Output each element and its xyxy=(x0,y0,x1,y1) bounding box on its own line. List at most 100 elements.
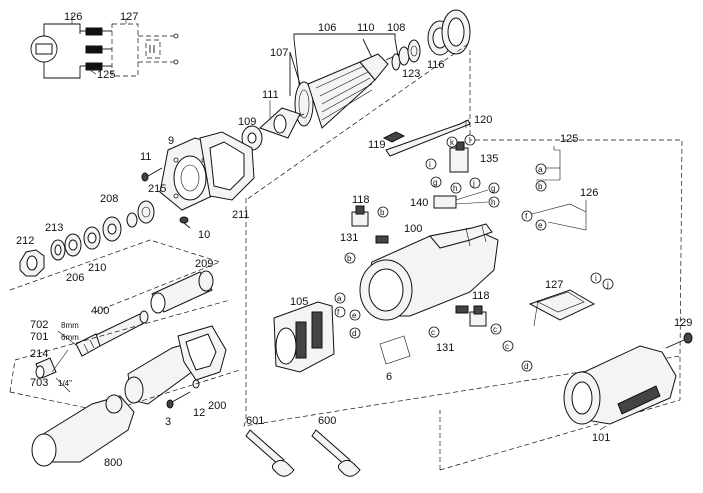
wire-b-2: b xyxy=(380,208,385,217)
motor-armature xyxy=(35,43,53,55)
armature-group xyxy=(245,9,471,201)
label-129: 129 xyxy=(674,317,692,329)
size-8mm: 8mm xyxy=(61,321,79,330)
screw-11 xyxy=(141,167,163,182)
label-118-bottom: 118 xyxy=(472,290,490,302)
baffle-plate-111 xyxy=(259,100,301,139)
motor-housing-100 xyxy=(359,223,499,321)
collet-nut-214 xyxy=(35,357,57,379)
suppressor-127 xyxy=(528,289,596,327)
wire-g-2: g xyxy=(491,184,495,193)
label-131-bottom: 131 xyxy=(436,342,454,354)
label-126-cable: 126 xyxy=(580,187,598,199)
nose-cover-800 xyxy=(31,394,135,467)
label-118-top: 118 xyxy=(352,194,370,206)
bearing-108 xyxy=(398,46,410,66)
wire-e-1: e xyxy=(352,311,357,320)
label-800: 800 xyxy=(104,457,122,469)
bearing-208 xyxy=(102,216,122,242)
label-9: 9 xyxy=(168,135,174,147)
wire-a-2: a xyxy=(538,165,543,174)
field-coil-105 xyxy=(273,301,335,373)
wire-i-1: i xyxy=(429,160,431,169)
bearing-123 xyxy=(407,39,421,63)
label-10: 10 xyxy=(198,229,210,241)
locknut-212 xyxy=(19,249,45,277)
pinion-gear-215 xyxy=(137,200,155,224)
field-coil-1 xyxy=(85,27,103,36)
label-200: 200 xyxy=(208,400,226,412)
label-109: 109 xyxy=(238,116,256,128)
screw-3 xyxy=(166,391,191,409)
wire-h-2: h xyxy=(491,198,495,207)
wire-a-1: a xyxy=(337,294,342,303)
label-701: 701 xyxy=(30,331,48,343)
label-215: 215 xyxy=(148,183,166,195)
cable-126 xyxy=(531,200,587,231)
brush-holder-118-bottom xyxy=(469,305,487,327)
washer-215 xyxy=(126,212,138,228)
label-600: 600 xyxy=(318,415,336,427)
label-127: 127 xyxy=(120,11,138,23)
label-213: 213 xyxy=(45,222,63,234)
wire-d-1: d xyxy=(352,329,356,338)
label-110: 110 xyxy=(357,22,375,34)
label-plate-6 xyxy=(379,335,411,365)
label-12: 12 xyxy=(193,407,205,419)
commutator xyxy=(359,53,389,81)
sleeve-209 xyxy=(150,270,214,314)
wire-b-3: b xyxy=(347,254,352,263)
label-209: 209 xyxy=(195,258,213,270)
label-140: 140 xyxy=(410,197,428,209)
wrench-601 xyxy=(245,429,295,477)
screw-10 xyxy=(179,216,191,229)
label-123: 123 xyxy=(402,68,420,80)
bearing-206 xyxy=(64,233,82,257)
label-208: 208 xyxy=(100,193,118,205)
label-400: 400 xyxy=(91,305,109,317)
label-119: 119 xyxy=(368,139,386,151)
wire-i-2: i xyxy=(595,274,597,283)
size-quarter-inch: 1/4" xyxy=(58,379,72,388)
spindle-400 xyxy=(75,310,149,357)
wire-j-2: j xyxy=(606,280,609,289)
brush-131-bottom xyxy=(455,305,469,314)
screw-129 xyxy=(665,332,693,349)
wire-k: k xyxy=(450,138,455,147)
label-125-schematic: 125 xyxy=(97,69,115,81)
field-coil-2 xyxy=(85,45,103,54)
brush-131-top xyxy=(375,235,389,244)
armature-core xyxy=(307,61,376,129)
label-211: 211 xyxy=(232,209,250,221)
wire-c-1: c xyxy=(493,325,497,334)
label-120: 120 xyxy=(474,114,492,126)
brush-holder-118-top xyxy=(351,205,369,227)
label-100: 100 xyxy=(404,223,422,235)
label-105: 105 xyxy=(290,296,308,308)
switch-button-119 xyxy=(382,131,406,143)
cable-125 xyxy=(536,146,561,181)
label-11: 11 xyxy=(140,151,151,163)
wrench-600 xyxy=(311,429,361,477)
field-coil-3 xyxy=(85,62,103,71)
label-212: 212 xyxy=(16,235,34,247)
label-126: 126 xyxy=(64,11,82,23)
bearing-210 xyxy=(83,226,101,250)
wire-d-2: d xyxy=(524,362,528,371)
frame-motor-bottom xyxy=(439,356,681,471)
frame-spindle-bottom xyxy=(9,299,231,393)
label-214: 214 xyxy=(30,348,48,360)
switch-135 xyxy=(449,141,469,173)
size-6mm: 6mm xyxy=(61,333,79,342)
capacitor-140 xyxy=(433,189,489,209)
label-206: 206 xyxy=(66,272,84,284)
label-601: 601 xyxy=(246,415,264,427)
label-101: 101 xyxy=(592,432,610,444)
flange-211 xyxy=(199,131,255,201)
wiring-schematic xyxy=(30,15,179,79)
wire-f-1: f xyxy=(337,308,340,317)
frame-spindle-top xyxy=(9,239,222,313)
wire-j-1: j xyxy=(472,179,475,188)
label-111: 111 xyxy=(262,89,279,101)
